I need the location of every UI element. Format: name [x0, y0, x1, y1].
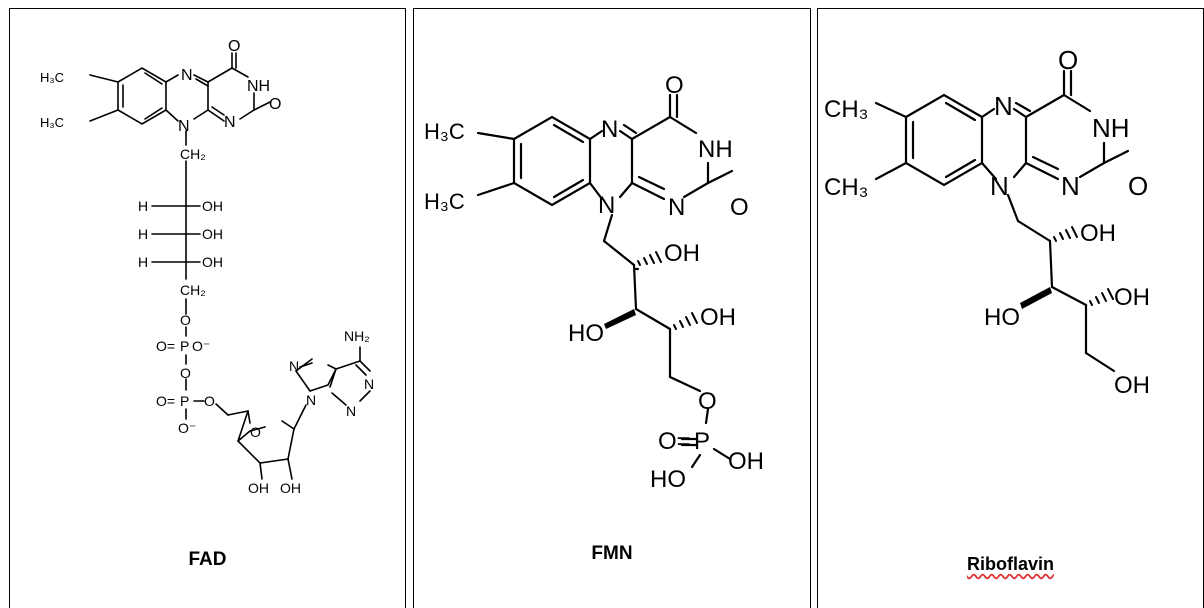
fmn-p: P	[694, 428, 710, 455]
fmn-nh: NH	[698, 136, 733, 163]
fad-methyl-bottom: H₃C	[40, 115, 64, 130]
fmn-panel: H₃C H₃C N N N NH O O OH HO OH O O= P HO …	[413, 8, 811, 608]
riboflavin-oh1: OH	[1080, 220, 1116, 247]
fad-p2-ominus: O⁻	[178, 420, 196, 436]
fad-oh1: OH	[202, 198, 223, 214]
riboflavin-caption: Riboflavin	[966, 554, 1054, 574]
fad-oh-left: OH	[248, 480, 269, 496]
riboflavin-o-top: O	[1058, 45, 1078, 75]
fad-n-ad3: N	[346, 403, 356, 419]
fad-oh-right: OH	[280, 480, 301, 496]
fmn-methyl-bottom: H₃C	[424, 189, 465, 214]
riboflavin-n5: N	[994, 91, 1013, 121]
fad-n10: N	[178, 118, 190, 135]
fad-caption: FAD	[188, 549, 227, 570]
riboflavin-n10: N	[990, 171, 1009, 201]
fmn-o-top: O	[665, 72, 684, 99]
fad-methyl-top: H₃C	[40, 70, 64, 85]
fmn-ho: HO	[568, 320, 604, 347]
riboflavin-ho: HO	[984, 304, 1020, 331]
fad-nh2: NH₂	[344, 328, 370, 344]
riboflavin-o-right: O	[1128, 171, 1148, 201]
fad-o-right: O	[269, 96, 281, 113]
fmn-methyl-top: H₃C	[424, 119, 465, 144]
fad-o-bridge: O	[180, 365, 191, 381]
fmn-oh1: OH	[664, 240, 700, 267]
fad-n1: N	[224, 114, 236, 131]
fmn-caption: FMN	[591, 543, 633, 564]
fad-panel: H₃C H₃C N N N NH O O CH₂ H OH H OH H OH …	[9, 8, 406, 608]
fmn-n5: N	[601, 116, 618, 143]
fad-p1-ominus: O⁻	[192, 338, 210, 354]
fad-o-link1: O	[180, 312, 191, 328]
riboflavin-nh: NH	[1092, 113, 1130, 143]
fad-h3: H	[138, 254, 148, 270]
riboflavin-panel: CH₃ CH₃ N N N NH O O OH HO OH OH Ribofla…	[817, 8, 1204, 608]
fad-o-top: O	[228, 38, 240, 55]
fad-h2: H	[138, 226, 148, 242]
riboflavin-n1: N	[1061, 171, 1080, 201]
fad-n-ad9: N	[306, 392, 316, 408]
fad-h1: H	[138, 198, 148, 214]
fmn-structure: H₃C H₃C N N N NH O O OH HO OH O O= P HO …	[424, 72, 764, 493]
fad-p1-oeq: O=	[156, 338, 175, 354]
fmn-o-right: O	[730, 194, 749, 221]
fad-p2-o: O	[204, 393, 215, 409]
fad-ch2-top: CH₂	[180, 146, 206, 162]
fad-p1: P	[180, 338, 189, 354]
fad-nh: NH	[247, 78, 270, 95]
riboflavin-oh3: OH	[1114, 372, 1150, 399]
fmn-n10: N	[598, 192, 615, 219]
riboflavin-methyl-bottom: CH₃	[824, 174, 868, 201]
fmn-p-ho: HO	[650, 466, 686, 493]
fad-structure: H₃C H₃C N N N NH O O CH₂ H OH H OH H OH …	[40, 38, 374, 496]
fad-ch2-bottom: CH₂	[180, 282, 206, 298]
fmn-oh2: OH	[700, 304, 736, 331]
fad-n-ad7: N	[289, 358, 299, 374]
fad-p2-oeq: O=	[156, 393, 175, 409]
fmn-p-oh: OH	[728, 448, 764, 475]
riboflavin-oh2: OH	[1114, 284, 1150, 311]
fmn-n1: N	[668, 194, 685, 221]
riboflavin-methyl-top: CH₃	[824, 96, 868, 123]
fad-o-ring: O	[250, 424, 261, 440]
fmn-p-oeq: O=	[658, 428, 691, 455]
fad-n-ad1: N	[364, 376, 374, 392]
fad-n5: N	[181, 67, 193, 84]
fmn-o-link: O	[698, 388, 717, 415]
riboflavin-structure: CH₃ CH₃ N N N NH O O OH HO OH OH	[824, 45, 1150, 399]
fad-oh3: OH	[202, 254, 223, 270]
fad-p2: P	[180, 393, 189, 409]
fad-oh2: OH	[202, 226, 223, 242]
